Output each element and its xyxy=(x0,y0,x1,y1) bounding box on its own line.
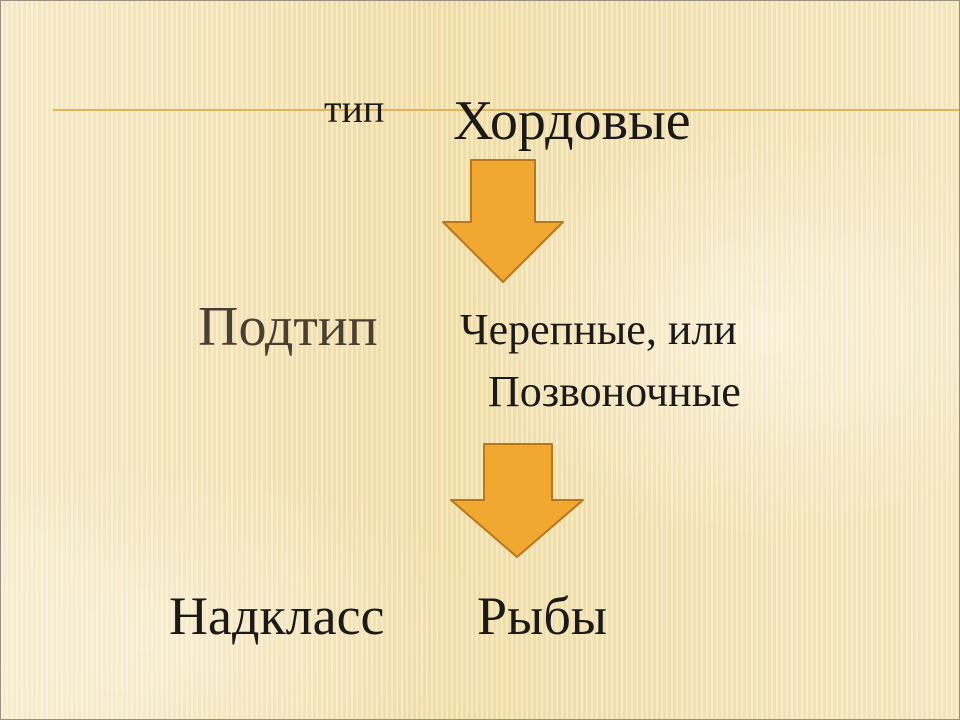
subtype-value-line2: Позвоночные xyxy=(488,367,741,416)
superclass-label: Надкласс xyxy=(169,586,385,646)
subtype-value-line1: Черепные, или xyxy=(460,305,737,354)
type-label: тип xyxy=(324,86,385,131)
superclass-value: Рыбы xyxy=(477,586,608,646)
down-arrow-icon xyxy=(442,159,564,283)
down-arrow-icon xyxy=(450,443,584,558)
subtype-label: Подтип xyxy=(198,296,378,358)
title-rule xyxy=(53,109,959,111)
type-value: Хордовые xyxy=(453,90,691,152)
